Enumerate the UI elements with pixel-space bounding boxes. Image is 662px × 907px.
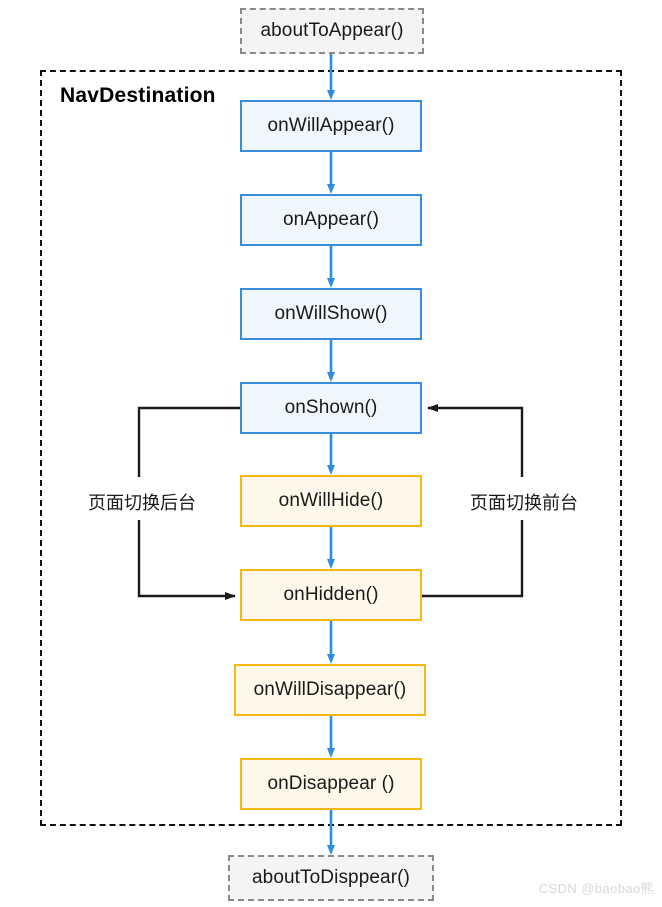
node-ondisappear[interactable]: onDisappear () xyxy=(240,758,422,810)
watermark: CSDN @baobao熊 xyxy=(538,881,654,896)
node-onwillshow[interactable]: onWillShow() xyxy=(240,288,422,340)
node-label: aboutToAppear() xyxy=(260,20,404,41)
node-label: onWillShow() xyxy=(274,303,388,324)
loop-label-to-foreground: 页面切换前台 xyxy=(466,487,582,517)
node-abouttodisppear[interactable]: aboutToDisppear() xyxy=(228,855,434,901)
node-onwilldisappear[interactable]: onWillDisappear() xyxy=(234,664,426,716)
node-onwillappear[interactable]: onWillAppear() xyxy=(240,100,422,152)
node-abouttoappear[interactable]: aboutToAppear() xyxy=(240,8,424,54)
node-label: onDisappear () xyxy=(267,773,395,794)
node-label: aboutToDisppear() xyxy=(251,867,410,888)
node-onwillhide[interactable]: onWillHide() xyxy=(240,475,422,527)
node-label: onWillAppear() xyxy=(267,115,395,136)
node-label: onWillHide() xyxy=(278,490,384,511)
node-onappear[interactable]: onAppear() xyxy=(240,194,422,246)
loop-label-to-background: 页面切换后台 xyxy=(84,487,200,517)
node-label: onWillDisappear() xyxy=(253,679,407,700)
node-onhidden[interactable]: onHidden() xyxy=(240,569,422,621)
navdestination-label: NavDestination xyxy=(60,84,216,107)
node-label: onShown() xyxy=(284,397,378,418)
node-label: onHidden() xyxy=(283,584,379,605)
node-label: onAppear() xyxy=(282,209,380,230)
node-onshown[interactable]: onShown() xyxy=(240,382,422,434)
